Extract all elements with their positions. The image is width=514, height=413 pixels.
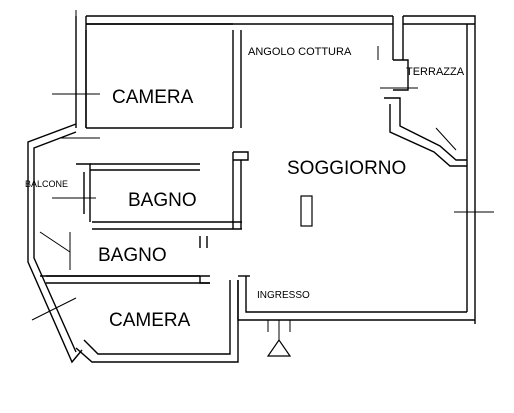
balcone-walls — [27, 123, 239, 364]
room-balcone: BALCONE — [25, 179, 68, 189]
room-angolo-cottura: ANGOLO COTTURA — [248, 46, 352, 58]
room-bagno-upper: BAGNO — [128, 190, 197, 211]
outer-walls — [75, 15, 476, 324]
room-ingresso: INGRESSO — [257, 290, 310, 301]
room-terrazza: TERRAZZA — [406, 66, 465, 78]
room-bagno-lower: BAGNO — [98, 245, 167, 266]
room-soggiorno: SOGGIORNO — [287, 158, 406, 179]
entrance-arrow-icon — [266, 338, 292, 357]
room-camera-bottom: CAMERA — [109, 310, 191, 331]
soggiorno-column — [300, 195, 313, 227]
interior-walls — [40, 16, 467, 321]
wall-ticks — [31, 10, 494, 332]
room-camera-top: CAMERA — [112, 87, 194, 108]
